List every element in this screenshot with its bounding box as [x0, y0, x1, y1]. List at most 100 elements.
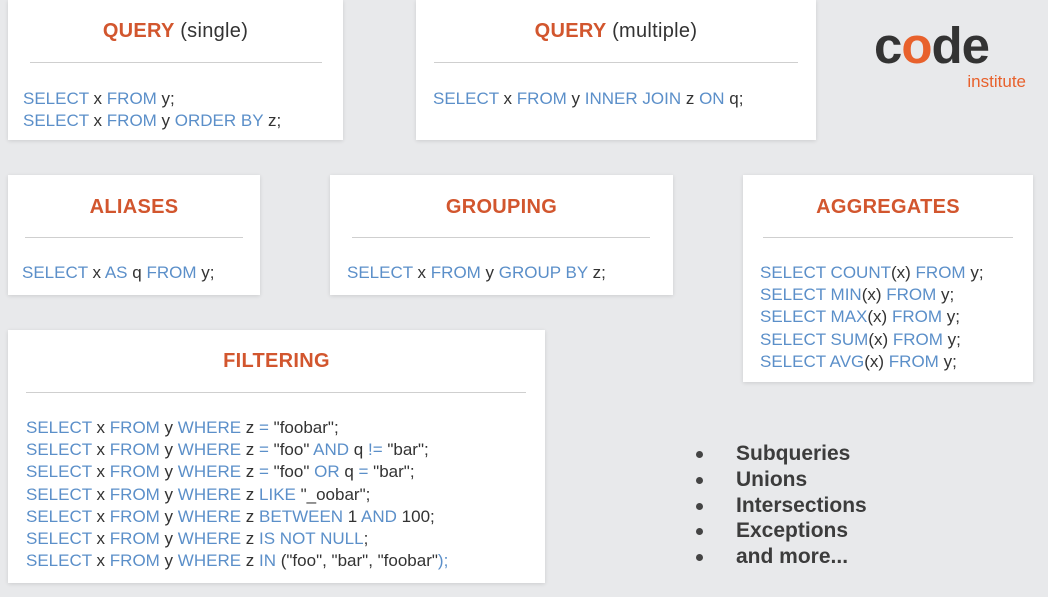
- code-line: SELECT x FROM y WHERE z = "foo" OR q = "…: [26, 461, 448, 483]
- bullet-dot-icon: [696, 451, 703, 458]
- sql-text: z: [681, 89, 700, 108]
- sql-keyword: SELECT MIN: [760, 285, 862, 305]
- sql-keyword: SELECT: [26, 484, 92, 504]
- sql-text: y;: [938, 351, 957, 371]
- sql-keyword: );: [437, 551, 449, 571]
- topic-list-item: and more...: [696, 544, 867, 570]
- logo-letter-o: o: [901, 17, 932, 74]
- card-grouping: GROUPING SELECT x FROM y GROUP BY z;: [330, 175, 673, 295]
- sql-text: x: [91, 418, 110, 437]
- sql-keyword: BETWEEN: [259, 506, 344, 526]
- divider: [26, 392, 526, 393]
- sql-text: y: [159, 440, 178, 460]
- sql-text: y;: [942, 329, 961, 349]
- sql-text: "bar";: [382, 440, 429, 460]
- topic-label: Unions: [736, 467, 808, 491]
- topic-label: Intersections: [736, 493, 867, 517]
- code-line: SELECT x FROM y WHERE z LIKE "_oobar";: [26, 484, 448, 506]
- sql-keyword: IS NOT NULL: [259, 529, 364, 549]
- card-title: GROUPING: [445, 196, 558, 218]
- sql-text: q: [339, 462, 359, 482]
- sql-text: x: [91, 551, 110, 571]
- code-line: SELECT x FROM y;: [23, 88, 281, 110]
- sql-text: y: [156, 111, 175, 131]
- sql-text: x: [91, 462, 110, 482]
- card-title-sub: (single): [180, 20, 249, 42]
- code-line: SELECT MAX(x) FROM y;: [760, 306, 984, 328]
- topic-label: Subqueries: [736, 442, 851, 465]
- card-aliases: ALIASES SELECT x AS q FROM y;: [8, 175, 260, 295]
- sql-keyword: SELECT AVG: [760, 351, 865, 371]
- bullet-dot-icon: [696, 554, 703, 562]
- sql-keyword: FROM: [106, 89, 157, 108]
- code-line: SELECT COUNT(x) FROM y;: [760, 262, 984, 284]
- sql-keyword: INNER JOIN: [584, 89, 682, 108]
- sql-text: x: [87, 263, 105, 282]
- topic-list-item: Exceptions: [696, 518, 867, 544]
- sql-keyword: FROM: [891, 307, 942, 327]
- sql-keyword: WHERE: [177, 529, 242, 549]
- sql-keyword: FROM: [888, 351, 939, 371]
- code-line: SELECT x FROM y ORDER BY z;: [23, 110, 281, 132]
- topic-list-item: Subqueries: [696, 441, 867, 467]
- sql-text: ("foo", "bar", "foobar": [276, 551, 438, 571]
- sql-text: z: [241, 418, 260, 437]
- sql-keyword: SELECT SUM: [760, 329, 869, 349]
- sql-text: y;: [196, 263, 215, 282]
- card-title-sub: (multiple): [612, 20, 698, 42]
- sql-keyword: =: [259, 418, 269, 437]
- sql-keyword: SELECT: [26, 440, 92, 460]
- sql-text: q;: [724, 89, 744, 108]
- sql-keyword: AND: [361, 506, 397, 526]
- sql-keyword: WHERE: [177, 440, 242, 460]
- sql-text: "bar";: [368, 462, 415, 482]
- code-institute-logo: code institute: [874, 17, 1034, 94]
- sql-text: z: [241, 462, 260, 482]
- logo-subtitle: institute: [967, 72, 1026, 91]
- sql-text: "foo": [268, 462, 315, 482]
- sql-text: z: [241, 484, 260, 504]
- sql-text: ;: [363, 529, 369, 549]
- code-line: SELECT x FROM y WHERE z = "foo" AND q !=…: [26, 439, 448, 461]
- divider: [25, 237, 243, 238]
- sql-keyword: SELECT: [347, 263, 413, 282]
- bullet-dot-icon: [696, 502, 703, 510]
- sql-keyword: FROM: [109, 506, 160, 526]
- sql-text: 1: [343, 506, 362, 526]
- sql-keyword: FROM: [109, 462, 160, 482]
- sql-text: z: [241, 506, 260, 526]
- sql-text: z: [241, 551, 260, 571]
- sql-text: y;: [936, 285, 955, 305]
- sql-text: x: [88, 111, 107, 131]
- sql-keyword: WHERE: [177, 418, 242, 437]
- sql-keyword: SELECT: [433, 89, 499, 108]
- sql-text: y;: [965, 263, 984, 282]
- sql-keyword: SELECT: [23, 89, 89, 108]
- code-line: SELECT AVG(x) FROM y;: [760, 351, 984, 373]
- code-block: SELECT COUNT(x) FROM y;SELECT MIN(x) FRO…: [760, 262, 984, 373]
- logo-wordmark: code: [874, 16, 990, 76]
- code-block: SELECT x FROM y GROUP BY z;: [347, 262, 606, 284]
- sql-text: z;: [587, 263, 606, 282]
- sql-keyword: LIKE: [259, 484, 296, 504]
- bullet-dot-icon: [696, 476, 703, 484]
- sql-text: (x): [891, 263, 916, 282]
- sql-keyword: =: [358, 462, 369, 482]
- sql-keyword: FROM: [430, 263, 481, 282]
- sql-text: 100;: [396, 506, 435, 526]
- code-block: SELECT x FROM y INNER JOIN z ON q;: [433, 88, 743, 110]
- sql-text: q: [127, 263, 147, 282]
- sql-text: q: [349, 440, 368, 460]
- sql-text: y: [480, 263, 499, 282]
- sql-keyword: WHERE: [177, 551, 242, 571]
- sql-text: (x): [867, 307, 892, 327]
- sql-text: (x): [864, 351, 889, 371]
- code-block: SELECT x FROM y WHERE z = "foobar";SELEC…: [26, 417, 448, 572]
- sql-keyword: SELECT: [26, 462, 92, 482]
- sql-keyword: IN: [259, 551, 277, 571]
- sql-keyword: WHERE: [177, 462, 242, 482]
- code-line: SELECT x FROM y INNER JOIN z ON q;: [433, 88, 743, 110]
- sql-keyword: FROM: [106, 111, 157, 131]
- sql-text: z: [241, 440, 260, 460]
- sql-keyword: !=: [367, 440, 383, 460]
